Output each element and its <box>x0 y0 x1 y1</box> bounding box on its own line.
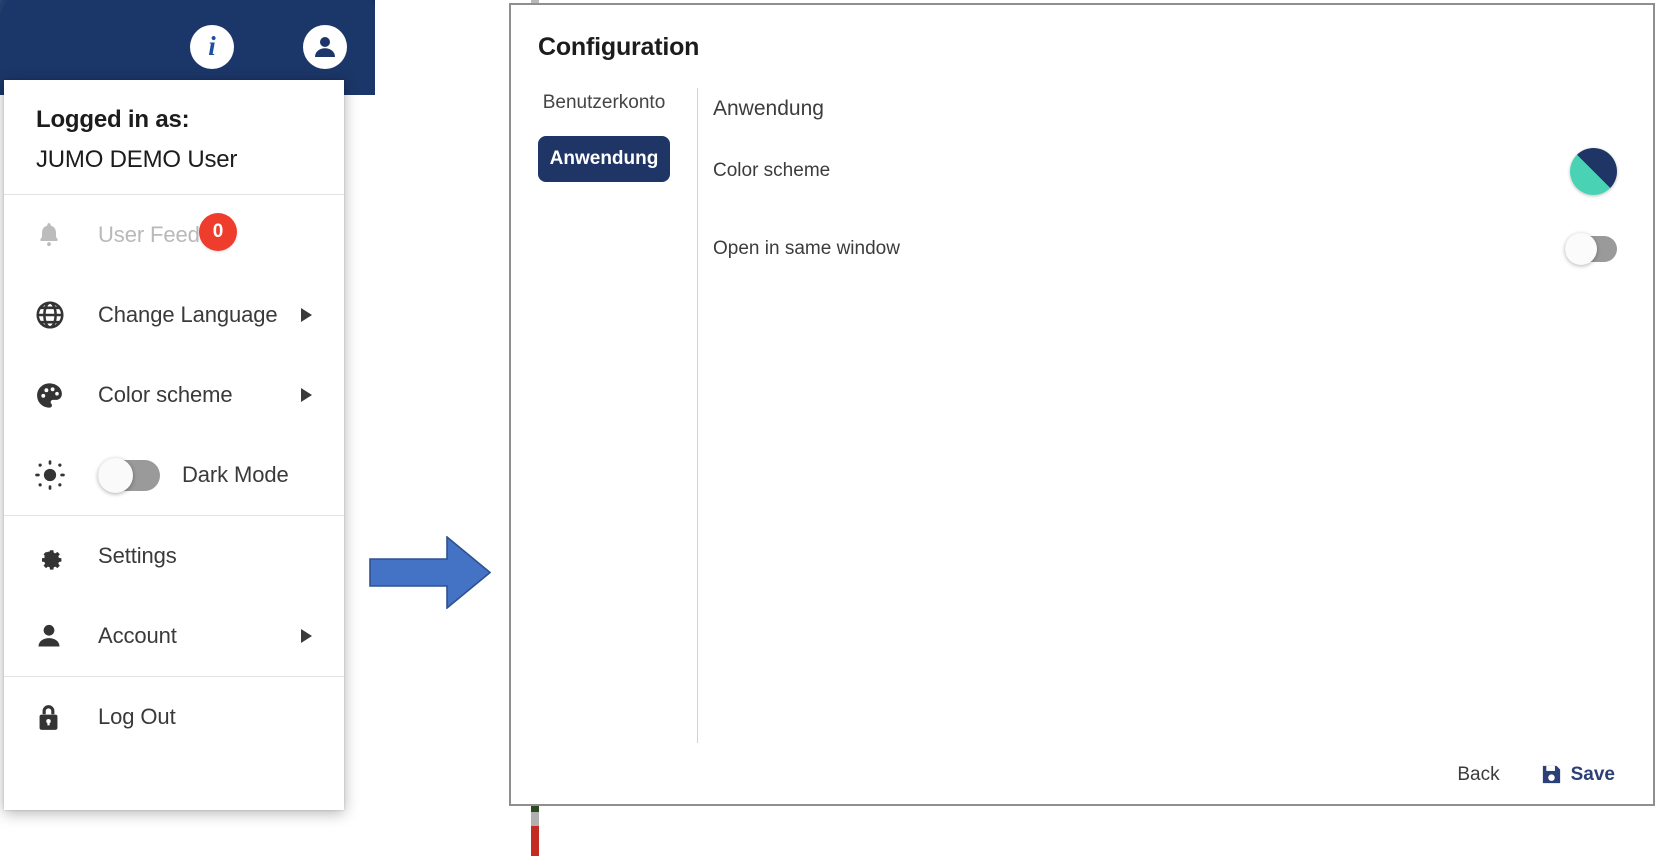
menu-item-label: Dark Mode <box>182 462 289 487</box>
chevron-right-icon <box>301 308 312 322</box>
menu-item-label: Account <box>98 623 177 648</box>
person-icon <box>34 616 78 656</box>
page-title: Configuration <box>538 33 700 61</box>
save-button[interactable]: Save <box>1540 763 1615 786</box>
logged-in-label: Logged in as: <box>36 106 190 133</box>
dark-mode-toggle[interactable] <box>98 457 160 493</box>
menu-item-label: Color scheme <box>98 382 233 407</box>
setting-label: Open in same window <box>713 238 900 259</box>
globe-icon <box>34 295 78 335</box>
setting-label: Color scheme <box>713 160 831 181</box>
bell-icon <box>34 215 78 255</box>
menu-item-label: Settings <box>98 543 177 568</box>
chevron-right-icon <box>301 388 312 402</box>
pane-title: Anwendung <box>713 97 824 120</box>
menu-item-label: User Feed <box>98 222 200 247</box>
menu-item-dark-mode[interactable]: Dark Mode <box>4 435 344 515</box>
account-icon[interactable] <box>303 25 347 69</box>
info-icon-glyph: i <box>208 30 216 61</box>
configuration-dialog: Configuration Benutzerkonto Anwendung An… <box>509 3 1655 806</box>
color-scheme-swatch[interactable] <box>1570 147 1617 195</box>
save-button-label: Save <box>1570 763 1615 785</box>
menu-item-change-language[interactable]: Change Language <box>4 275 344 355</box>
back-button[interactable]: Back <box>1457 763 1500 785</box>
user-dropdown-menu: Logged in as: JUMO DEMO User User Feed 0 <box>4 80 344 810</box>
toggle-knob <box>1565 233 1597 265</box>
menu-item-color-scheme[interactable]: Color scheme <box>4 355 344 435</box>
floppy-disk-icon <box>1542 765 1560 784</box>
left-application-panel: i Logged in as: JUMO DEMO User <box>0 0 375 856</box>
lock-icon <box>34 697 78 737</box>
user-feed-badge: 0 <box>199 213 237 251</box>
info-icon[interactable]: i <box>190 25 234 69</box>
menu-group-session: Log Out <box>4 677 344 757</box>
menu-item-settings[interactable]: Settings <box>4 516 344 596</box>
sun-icon <box>34 455 78 495</box>
setting-row-color-scheme: Color scheme <box>713 143 1629 199</box>
menu-item-user-feed[interactable]: User Feed 0 <box>4 195 344 275</box>
tab-anwendung[interactable]: Anwendung <box>538 136 670 182</box>
menu-item-account[interactable]: Account <box>4 596 344 676</box>
configuration-body: Benutzerkonto Anwendung Anwendung Color … <box>511 85 1653 743</box>
menu-group-preferences: User Feed 0 Change Language <box>4 195 344 516</box>
open-in-same-window-toggle[interactable] <box>1565 233 1617 265</box>
logged-in-user-name: JUMO DEMO User <box>36 146 238 173</box>
palette-icon <box>34 375 78 415</box>
account-icon-glyph <box>315 37 335 57</box>
gear-icon <box>34 536 78 576</box>
logged-in-block: Logged in as: JUMO DEMO User <box>4 80 344 195</box>
tab-benutzerkonto[interactable]: Benutzerkonto <box>542 92 666 113</box>
flow-arrow-icon <box>369 536 491 609</box>
menu-item-label: Log Out <box>98 704 176 729</box>
configuration-pane: Anwendung Color scheme Open in same wind… <box>713 85 1629 277</box>
menu-group-account: Settings Account <box>4 516 344 677</box>
menu-item-log-out[interactable]: Log Out <box>4 677 344 757</box>
chevron-right-icon <box>301 629 312 643</box>
menu-item-label: Change Language <box>98 302 278 327</box>
app-header-bar: i <box>0 0 375 95</box>
configuration-tab-list: Benutzerkonto Anwendung <box>538 88 698 743</box>
configuration-footer: Back Save <box>1457 763 1615 786</box>
setting-row-open-in-same-window: Open in same window <box>713 221 1629 277</box>
toggle-knob <box>98 457 133 493</box>
